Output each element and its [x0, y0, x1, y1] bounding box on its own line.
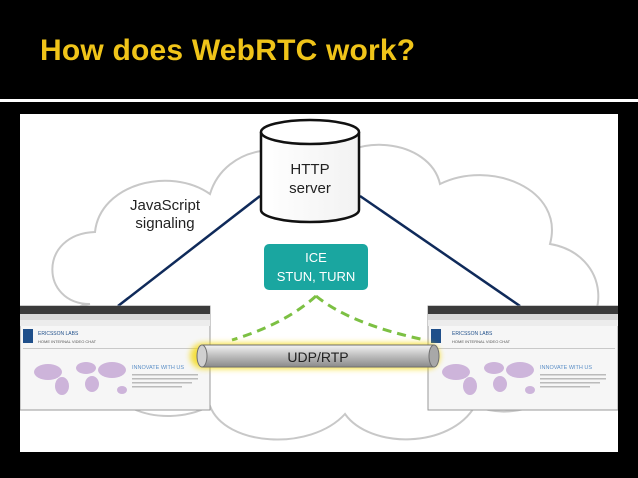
slide-title: How does WebRTC work?	[40, 34, 416, 67]
signaling-label-line1: JavaScript	[130, 197, 201, 214]
udp-rtp-label: UDP/RTP	[287, 349, 348, 365]
browser-left-brand: ERICSSON LABS	[38, 331, 79, 337]
browser-right-headline: INNOVATE WITH US	[540, 365, 592, 371]
http-server-label-line2: server	[289, 180, 331, 197]
ice-label-line2: STUN, TURN	[277, 269, 355, 284]
ice-dashed-line-left	[231, 294, 318, 342]
diagram-canvas: HTTP server JavaScript signaling ICE STU…	[20, 118, 618, 441]
ice-dashed-line-right	[315, 294, 426, 342]
browser-right-brand: ERICSSON LABS	[452, 331, 493, 337]
ice-label-line1: ICE	[305, 250, 327, 265]
http-server-cylinder	[259, 118, 361, 224]
signaling-label-line2: signaling	[135, 215, 194, 232]
diagram: HTTP server JavaScript signaling ICE STU…	[20, 114, 618, 452]
http-server-label-line1: HTTP	[290, 161, 329, 178]
browser-window-left: ERICSSON LABS HOME INTERNAL VIDEO CHAT I…	[20, 305, 211, 411]
signaling-line-left	[117, 195, 261, 307]
ice-box	[264, 244, 368, 290]
signaling-line-right	[359, 194, 521, 308]
browser-left-headline: INNOVATE WITH US	[132, 365, 184, 371]
udp-rtp-pipe	[190, 343, 440, 369]
browser-right-nav: HOME INTERNAL VIDEO CHAT	[452, 339, 511, 344]
title-divider	[0, 99, 638, 102]
browser-window-right: ERICSSON LABS HOME INTERNAL VIDEO CHAT I…	[427, 305, 618, 411]
browser-left-nav: HOME INTERNAL VIDEO CHAT	[38, 339, 97, 344]
